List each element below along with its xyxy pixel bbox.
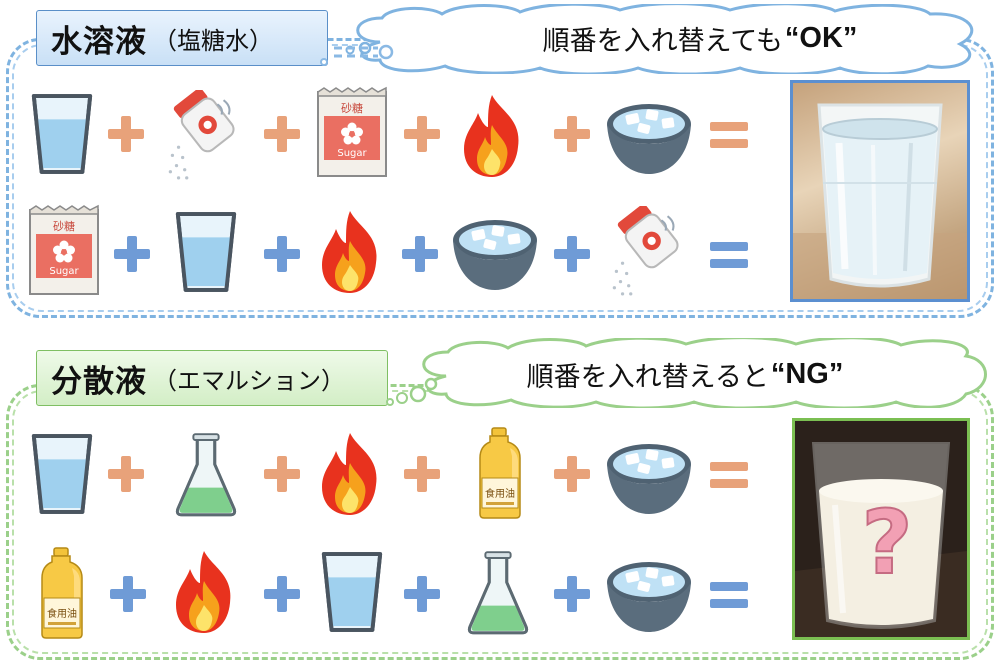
dispersion-cloud-text: 順番を入れ替えると“NG” <box>470 346 900 402</box>
plus-icon <box>554 576 590 612</box>
sugar-kanji-label: 砂糖 <box>53 219 75 233</box>
ice-bowl-icon <box>604 556 694 636</box>
plus-icon <box>108 116 144 152</box>
oil-bottle-icon: 食用油 <box>479 427 521 519</box>
plus-icon <box>404 116 440 152</box>
sugar-en-label: Sugar <box>337 148 367 159</box>
clear-water-photo <box>790 80 970 302</box>
plus-icon <box>114 236 150 272</box>
plus-icon <box>402 236 438 272</box>
fire-icon <box>310 206 390 298</box>
oil-bottle-icon: 食用油 <box>41 547 83 639</box>
plus-icon <box>108 456 144 492</box>
dispersion-title-bubbles <box>386 385 427 406</box>
salt-shaker-icon <box>600 206 686 298</box>
water-glass-icon <box>28 428 96 520</box>
water-glass-icon <box>318 546 386 638</box>
solution-title-box: 水溶液 （塩糖水） <box>36 10 328 66</box>
flask-icon <box>464 548 532 638</box>
plus-icon <box>554 116 590 152</box>
equals-icon <box>710 462 748 488</box>
solution-cloud-phrase: 順番を入れ替えても <box>542 25 783 57</box>
question-mark-icon: ? <box>861 491 912 594</box>
plus-icon <box>404 576 440 612</box>
ice-bowl-icon <box>450 214 540 294</box>
oil-label: 食用油 <box>485 487 515 500</box>
salt-shaker-icon <box>156 90 242 182</box>
plus-icon <box>264 116 300 152</box>
oil-label: 食用油 <box>47 607 77 620</box>
dispersion-cloud-phrase: 順番を入れ替えると <box>526 361 769 393</box>
ice-bowl-icon <box>604 98 694 178</box>
dispersion-cloud-keyword: “NG” <box>770 357 844 390</box>
equals-icon <box>710 242 748 268</box>
plus-icon <box>110 576 146 612</box>
sugar-en-label: Sugar <box>49 266 79 277</box>
plus-icon <box>264 576 300 612</box>
plus-icon <box>404 456 440 492</box>
dispersion-title-box: 分散液 （エマルション） <box>36 350 388 406</box>
water-glass-icon <box>172 206 240 298</box>
solution-title-sub: （塩糖水） <box>153 26 273 55</box>
dispersion-speech-cloud <box>411 338 987 408</box>
clear-glass-icon <box>793 103 967 299</box>
plus-icon <box>264 236 300 272</box>
solution-title: 水溶液 <box>51 23 147 60</box>
plus-icon <box>554 236 590 272</box>
dispersion-title-sub: （エマルション） <box>153 366 345 395</box>
fire-icon <box>452 90 532 182</box>
ice-bowl-icon <box>604 438 694 518</box>
dispersion-title: 分散液 <box>51 363 147 400</box>
solution-cloud-keyword: “OK” <box>784 21 858 54</box>
solution-speech-cloud <box>345 4 974 74</box>
plus-icon <box>264 456 300 492</box>
fire-icon <box>164 546 244 638</box>
plus-icon <box>554 456 590 492</box>
equals-icon <box>710 122 748 148</box>
equals-icon <box>710 582 748 608</box>
sugar-kanji-label: 砂糖 <box>341 101 363 115</box>
sugar-bag-icon: 砂糖 Sugar <box>317 86 387 177</box>
solution-cloud-text: 順番を入れ替えても“OK” <box>460 10 940 66</box>
water-glass-icon <box>28 88 96 180</box>
solution-title-dashes <box>320 44 394 66</box>
flask-icon <box>172 430 240 520</box>
fire-icon <box>310 428 390 520</box>
sugar-bag-icon: 砂糖 Sugar <box>29 204 99 295</box>
milky-glass-icon: ? <box>795 421 967 637</box>
milky-liquid-photo: ? <box>792 418 970 640</box>
